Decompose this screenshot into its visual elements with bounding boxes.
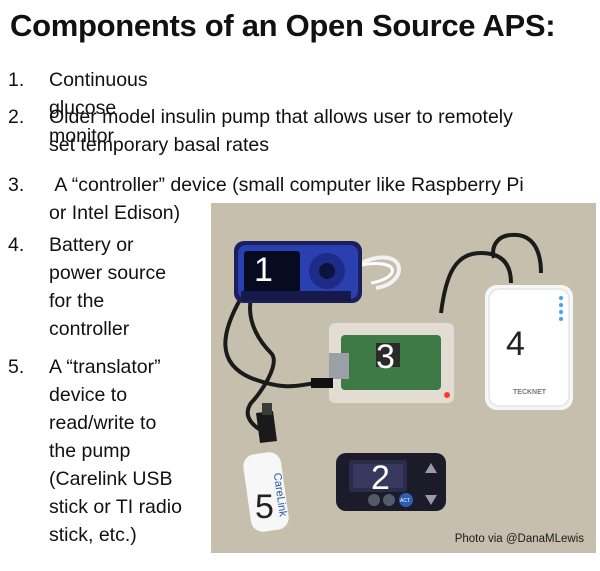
list-text-line: power source	[49, 262, 167, 284]
list-text-line: device to	[49, 384, 128, 406]
list-text-line: A “translator”	[49, 356, 161, 378]
list-number: 2.	[8, 106, 25, 128]
list-text-line: controller	[49, 318, 130, 340]
list-text-line: for the	[49, 290, 105, 312]
photo-label-4: 4	[506, 325, 525, 363]
list-number: 4.	[8, 234, 25, 256]
list-number: 1.	[8, 69, 25, 91]
list-text-line: or Intel Edison)	[49, 202, 181, 224]
photo-label-5: 5	[255, 488, 274, 526]
pump-act-button-text: ACT	[400, 498, 410, 504]
photo-label-2: 2	[371, 459, 390, 497]
list-text-line: stick or TI radio	[49, 496, 182, 518]
list-text-line: Continuous glucose monitor	[49, 69, 148, 147]
list-number: 5.	[8, 356, 25, 378]
components-illustration: TECKNET CareLink ACT	[211, 203, 596, 553]
list-text-line: Older model insulin pump that allows use…	[49, 106, 513, 128]
components-photo: TECKNET CareLink ACT 1 2 3 4 5 Photo via…	[211, 203, 596, 553]
battery-brand-text: TECKNET	[513, 389, 547, 396]
list-text-line: read/write to	[49, 412, 157, 434]
photo-credit: Photo via @DanaMLewis	[454, 533, 584, 545]
list-text-line: Battery or	[49, 234, 134, 256]
list-number: 3.	[8, 174, 25, 196]
photo-label-1: 1	[254, 251, 273, 289]
list-text-line: (Carelink USB	[49, 468, 173, 490]
slide-title: Components of an Open Source APS:	[10, 8, 556, 43]
list-text-line: set temporary basal rates	[49, 134, 270, 156]
list-text-line: stick, etc.)	[49, 524, 137, 546]
list-text-line: A “controller” device (small computer li…	[49, 174, 524, 196]
list-text-line: the pump	[49, 440, 131, 462]
photo-label-3: 3	[376, 338, 395, 376]
